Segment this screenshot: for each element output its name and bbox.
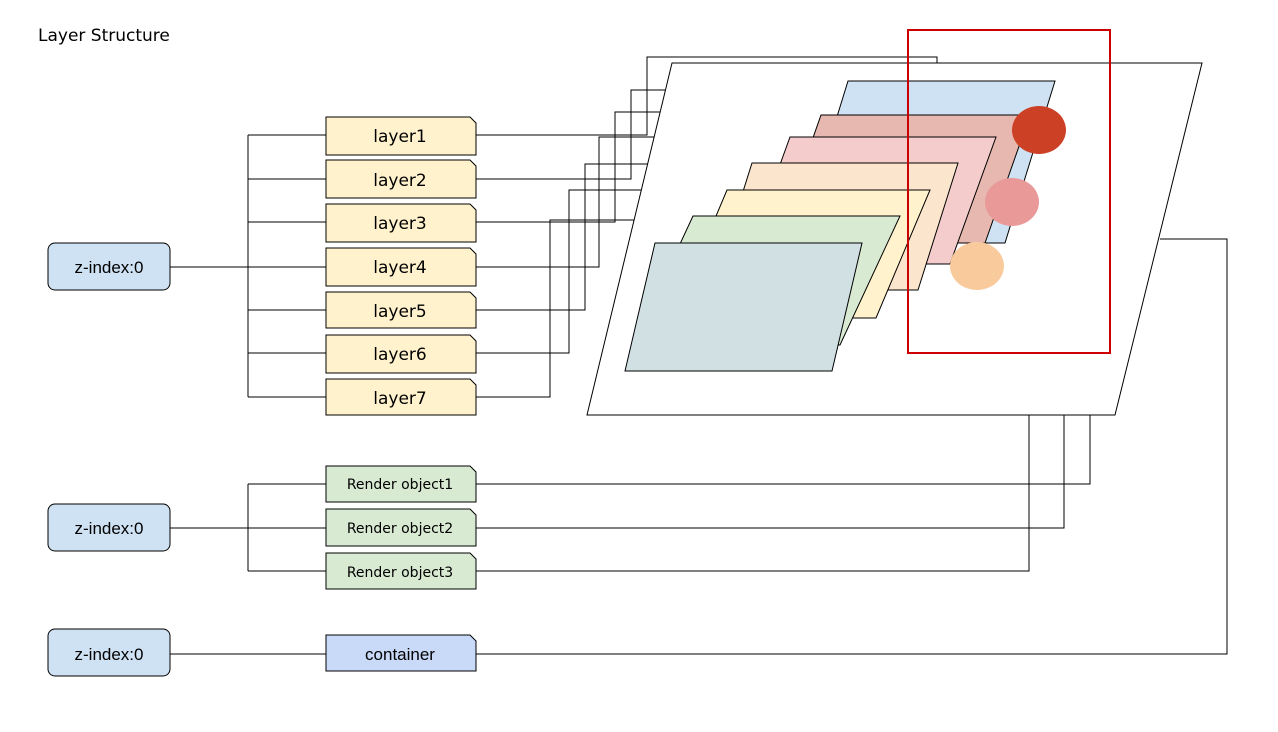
layer-label: layer7 [373,389,426,409]
layer-box-3: layer3 [325,203,477,243]
zindex-label: z-index:0 [75,258,144,277]
render-object-label: Render object2 [347,521,453,537]
diagram-title: Layer Structure [38,26,170,46]
layer-box-6: layer6 [325,334,477,374]
zindex-box-render-objects: z-index:0 [47,503,171,552]
zindex-label: z-index:0 [75,519,144,538]
render-object-label: Render object1 [347,477,453,493]
layer-label: layer5 [373,302,426,322]
render-object-box-2: Render object2 [325,508,477,547]
layer-label: layer1 [373,127,426,147]
render-object-label: Render object3 [347,565,453,581]
layer-label: layer2 [373,171,426,191]
layer-box-1: layer1 [325,116,477,156]
layer-box-7: layer7 [325,378,477,416]
container-label: container [365,645,435,664]
highlight-frame [907,29,1111,354]
render-object2-dot [985,178,1039,226]
zindex-label: z-index:0 [75,645,144,664]
render-object-box-3: Render object3 [325,552,477,590]
layer-label: layer6 [373,345,426,365]
container-box: container [325,634,477,672]
layer-box-2: layer2 [325,159,477,199]
zindex-box-layers: z-index:0 [47,242,171,291]
layer-box-5: layer5 [325,291,477,329]
zindex-box-container: z-index:0 [47,628,171,677]
render-object-box-1: Render object1 [325,465,477,503]
render-object3-dot [950,242,1004,290]
render-object1-dot [1012,106,1066,154]
plane-layer7 [624,242,863,372]
layer-label: layer4 [373,258,426,278]
layer-box-4: layer4 [325,247,477,287]
plane-stack-illustration [586,29,1203,416]
layer-label: layer3 [373,214,426,234]
